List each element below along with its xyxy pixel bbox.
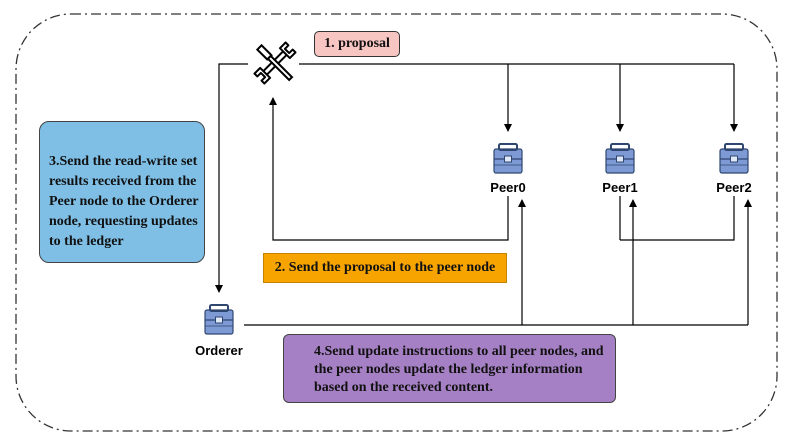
orderer-label: Orderer (195, 343, 243, 358)
boundary (15, 13, 778, 432)
step2-send-proposal-box: 2. Send the proposal to the peer node (263, 253, 507, 283)
step1-label: 1. proposal (324, 36, 390, 51)
step3-label: 3.Send the read-write set results receiv… (49, 154, 199, 249)
orderer-toolbox-icon (204, 304, 234, 335)
step1-proposal-box: 1. proposal (314, 31, 400, 57)
step3-orderer-request-box: 3.Send the read-write set results receiv… (39, 121, 205, 263)
peer2-label: Peer2 (716, 180, 752, 195)
step2-label: 2. Send the proposal to the peer node (274, 260, 496, 275)
tools-icon (253, 41, 297, 85)
peer1-toolbox-icon (605, 143, 635, 174)
broadcast-lines (244, 199, 752, 326)
step4-label: 4.Send update instructions to all peer n… (314, 344, 604, 395)
client-to-orderer-line (215, 63, 248, 293)
peer1-label: Peer1 (602, 180, 638, 195)
peer0-toolbox-icon (493, 143, 523, 174)
proposal-lines (299, 63, 738, 132)
peer0-label: Peer0 (490, 180, 526, 195)
return-lines (269, 97, 735, 241)
step4-update-box: 4.Send update instructions to all peer n… (283, 334, 616, 403)
peer2-toolbox-icon (719, 143, 749, 174)
